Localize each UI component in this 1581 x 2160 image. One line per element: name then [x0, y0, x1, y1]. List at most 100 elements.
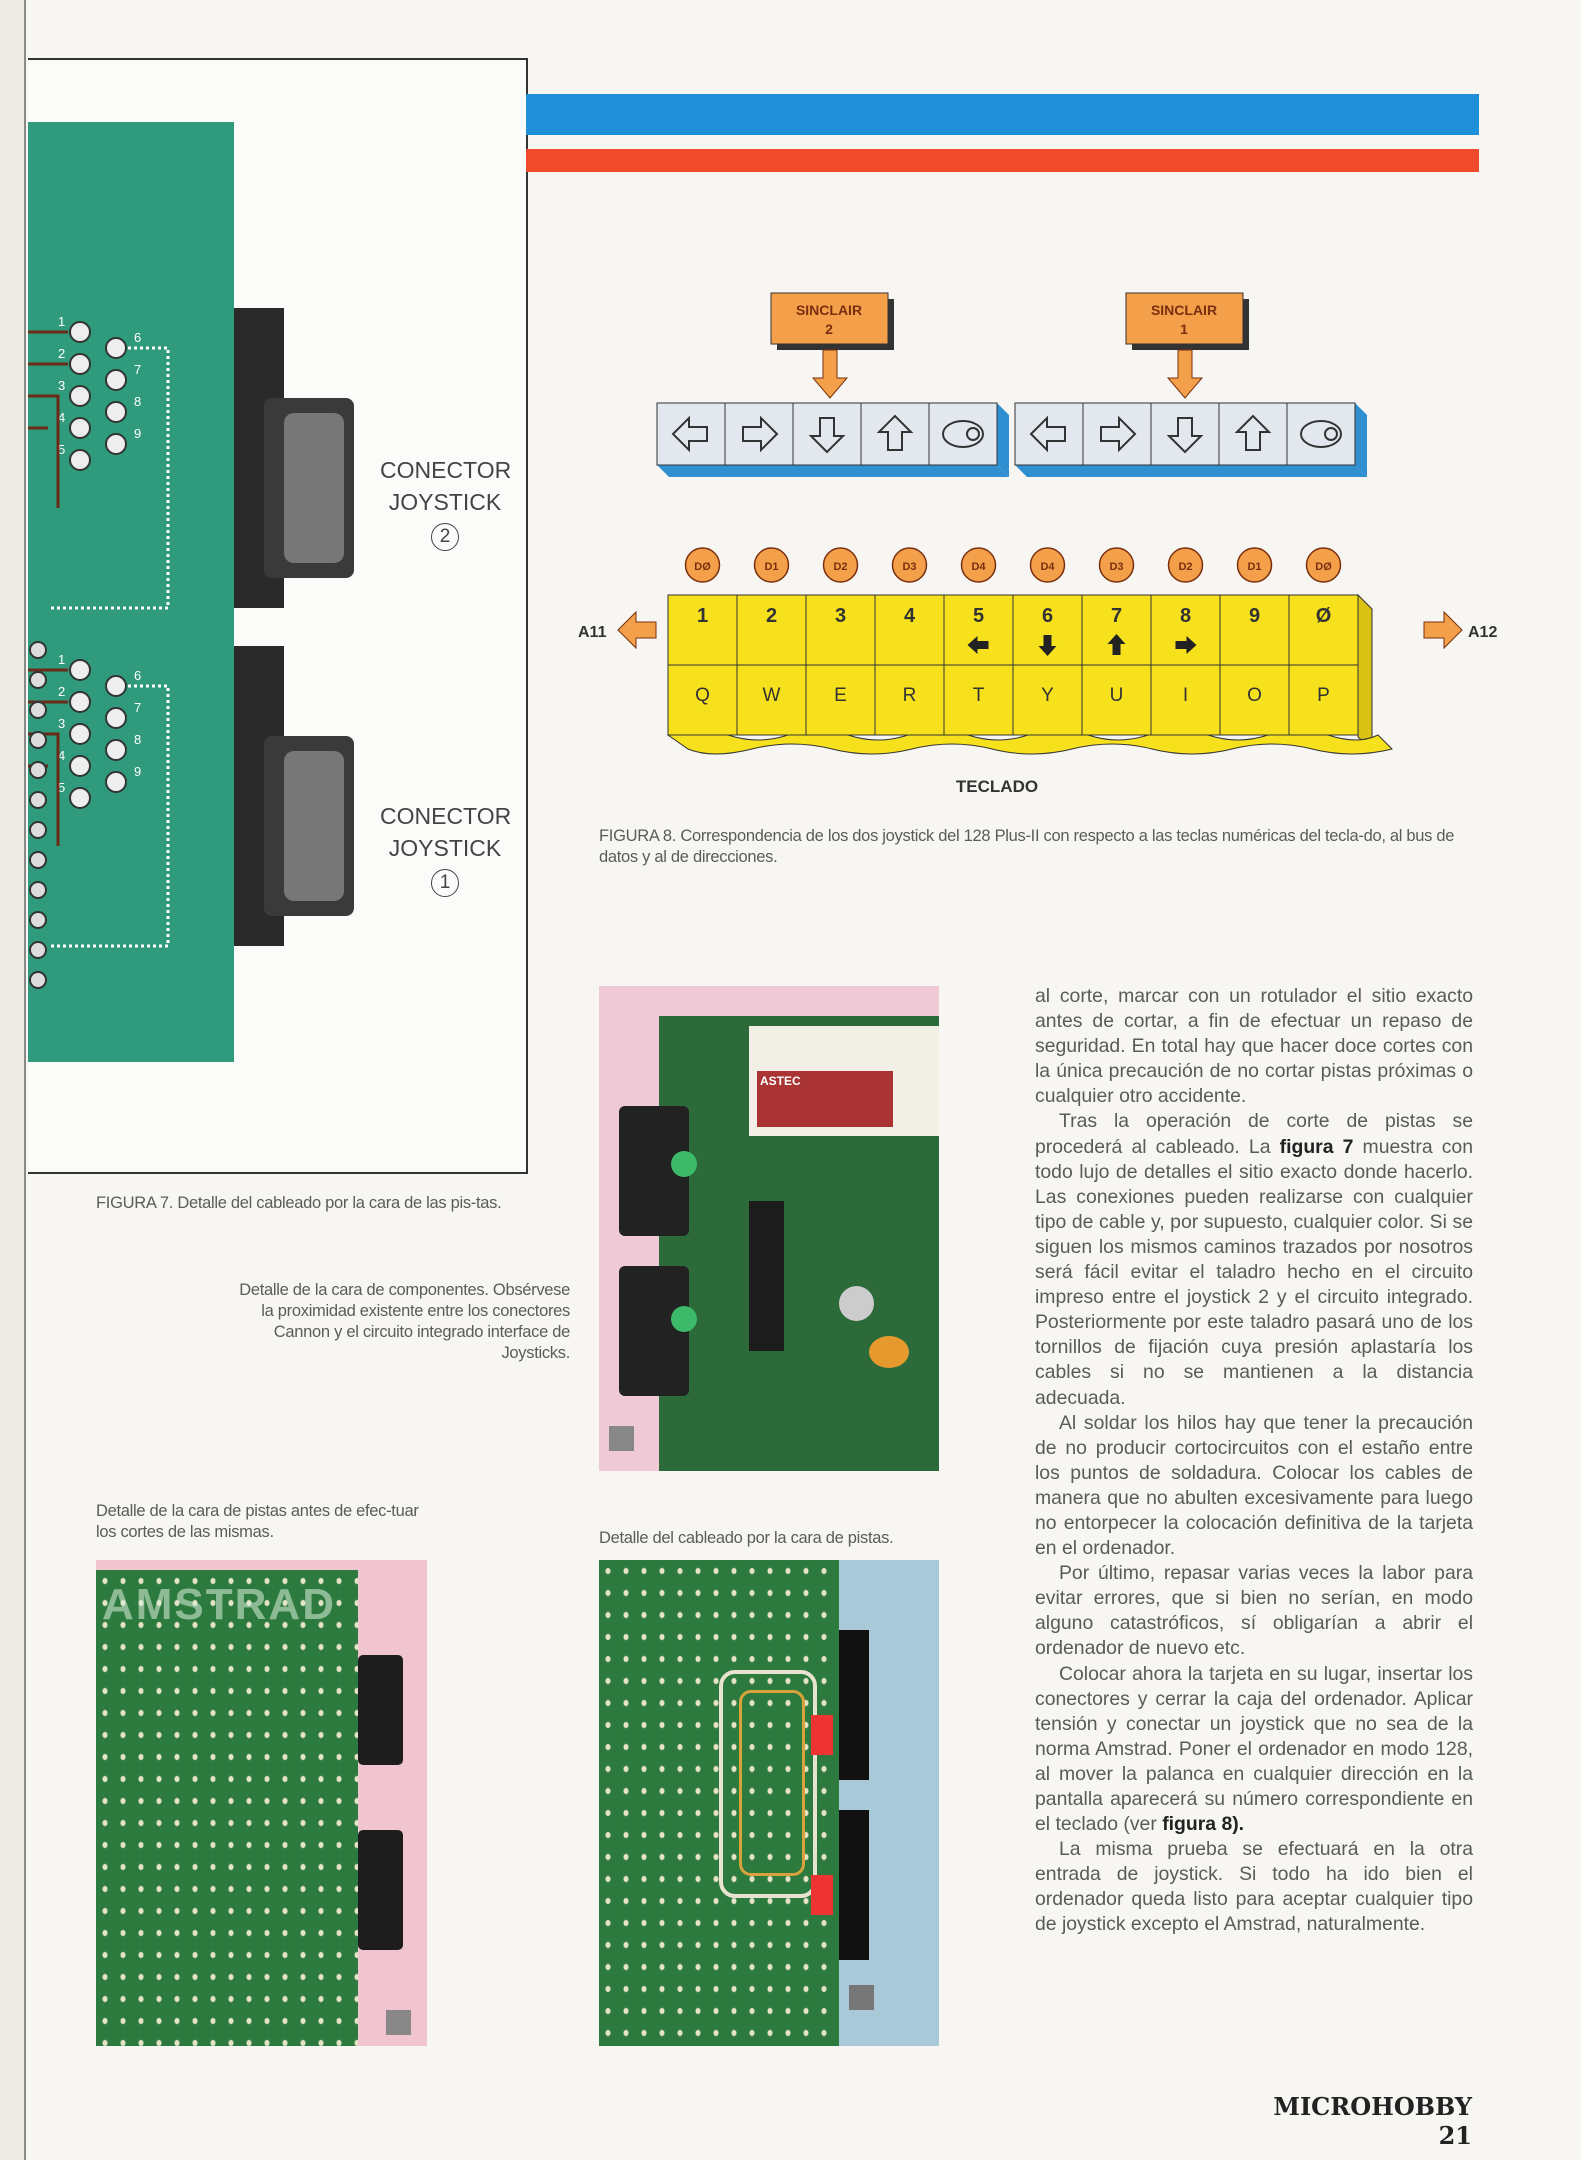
solder-pad [105, 771, 127, 793]
wiring-photo-caption: Detalle del cableado por la cara de pist… [599, 1529, 894, 1547]
data-bus-circle [960, 547, 997, 583]
pin-number: 3 [58, 716, 65, 731]
pin-number: 1 [58, 314, 65, 329]
edge-pad [29, 821, 47, 839]
connector-label-1: CONECTOR JOYSTICK 1 [380, 800, 512, 897]
data-bus-circle [891, 547, 928, 583]
pin-number: 4 [58, 410, 65, 425]
fire-button-cap [966, 427, 980, 441]
key-label: 4 [904, 605, 916, 627]
magazine-name: MICROHOBBY [1273, 2092, 1472, 2121]
connector-face [284, 413, 344, 563]
edge-pad [29, 941, 47, 959]
solder-pad [69, 353, 91, 375]
arrow-right-icon [1423, 610, 1463, 650]
connector-label-line1: CONECTOR [380, 803, 512, 829]
keyboard-key [874, 594, 945, 666]
joystick-key [656, 402, 726, 466]
paragraph: Colocar ahora la tarjeta en su lugar, in… [1035, 1662, 1473, 1838]
arrow-left-icon [617, 610, 657, 650]
keyboard-key [943, 594, 1014, 666]
keyboard-key [805, 594, 876, 666]
key-label: O [1247, 685, 1262, 706]
arrow-right-icon [742, 415, 779, 453]
key-row-side [997, 403, 1009, 477]
pin-number: 1 [58, 652, 65, 667]
edge-pad [29, 641, 47, 659]
keyboard-key [1150, 664, 1221, 736]
solder-pad [105, 675, 127, 697]
tracks-before-photo-caption: Detalle de la cara de pistas antes de ef… [96, 1502, 419, 1541]
solder-pad [105, 401, 127, 423]
connector-label-line2: JOYSTICK [388, 835, 502, 861]
arrow-right-icon [1100, 415, 1137, 453]
page-number: 21 [1438, 2121, 1472, 2150]
solder-pad [69, 755, 91, 777]
arrow-right-icon [1175, 636, 1197, 654]
data-bus-circle [1167, 547, 1204, 583]
edge-pad [29, 791, 47, 809]
figure-7-caption: FIGURA 7. Detalle del cableado por la ca… [96, 1194, 502, 1212]
connector-number: 1 [431, 869, 459, 897]
pcb-brand-text: AMSTRAD [102, 1580, 336, 1629]
arrow-down-icon [811, 349, 849, 399]
article-body: al corte, marcar con un rotulador el sit… [1035, 984, 1473, 1938]
joystick-key [1150, 402, 1220, 466]
data-bus-label: D4 [971, 561, 986, 573]
key-label: 5 [973, 605, 984, 627]
pin-number: 9 [134, 764, 141, 779]
key-label: 2 [766, 605, 777, 627]
pin-number: 5 [58, 780, 65, 795]
paragraph: La misma prueba se efectuará en la otra … [1035, 1838, 1473, 1936]
data-bus-label: D3 [1109, 561, 1123, 573]
edge-pad [29, 671, 47, 689]
connector-label-2: CONECTOR JOYSTICK 2 [380, 454, 511, 551]
data-bus-circle [684, 547, 721, 583]
solder-pad [69, 449, 91, 471]
data-bus-circle [1098, 547, 1135, 583]
edge-pad [29, 851, 47, 869]
keyboard-cut-edge [666, 729, 1393, 755]
sinclair-label-box [770, 292, 889, 345]
pin-number: 7 [134, 700, 141, 715]
joystick-key [860, 402, 930, 466]
arrow-up-icon [1107, 634, 1126, 655]
joystick-key [1218, 402, 1288, 466]
edge-pad [29, 881, 47, 899]
arrow-up-icon [876, 414, 914, 451]
paragraph: Por último, repasar varias veces la labo… [1035, 1562, 1473, 1660]
fire-button-icon [1300, 420, 1342, 448]
track-outline [48, 346, 170, 610]
data-bus-label: D2 [1178, 561, 1192, 573]
key-row-side [657, 465, 1009, 477]
wire [28, 330, 68, 508]
components-photo-caption: Detalle de la cara de componentes. Obsér… [239, 1281, 570, 1362]
data-bus-circle [822, 547, 859, 583]
data-bus-label: D3 [902, 561, 916, 573]
data-bus-label: D1 [1247, 561, 1261, 573]
data-bus-circle [753, 547, 790, 583]
arrow-down-icon [1038, 635, 1057, 656]
key-row-side [1355, 403, 1367, 477]
header-stripe-red [526, 149, 1479, 172]
keyboard-key [736, 664, 807, 736]
arrow-left-icon [967, 636, 989, 654]
pcb-board [28, 122, 234, 1062]
arrow-down-icon [1166, 349, 1204, 399]
page-footer: MICROHOBBY 21 [1250, 2092, 1472, 2150]
solder-pad [69, 321, 91, 343]
pin-number: 2 [58, 346, 65, 361]
solder-pad [69, 787, 91, 809]
pin-number: 9 [134, 426, 141, 441]
data-bus-circle [1305, 547, 1342, 583]
key-label: 3 [835, 605, 846, 627]
pin-number: 4 [58, 748, 65, 763]
arrow-left-icon [671, 415, 708, 453]
data-bus-circle [1236, 547, 1273, 583]
pin-number: 3 [58, 378, 65, 393]
paragraph: al corte, marcar con un rotulador el sit… [1035, 985, 1473, 1108]
key-label: T [973, 685, 985, 706]
